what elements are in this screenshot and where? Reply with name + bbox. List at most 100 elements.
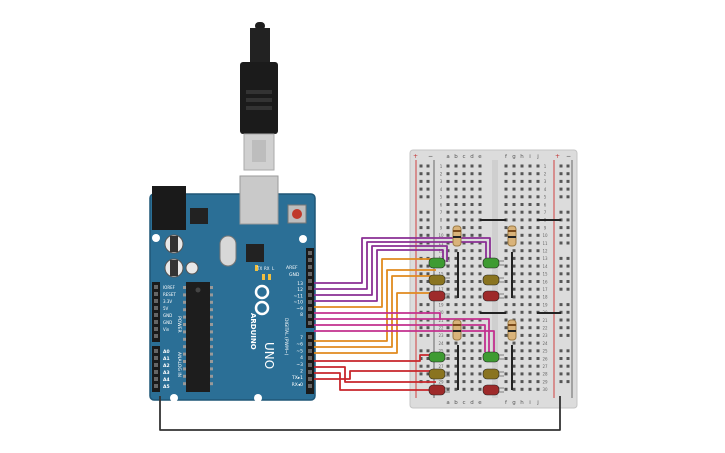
row-label: 1 (544, 164, 547, 169)
wire-purple (314, 245, 448, 296)
led-icon[interactable] (428, 274, 450, 286)
aref-label: AREF (286, 265, 298, 271)
row-label: 29 (542, 379, 548, 384)
row-label: 21 (438, 318, 444, 323)
led-icon[interactable] (428, 290, 450, 302)
digital-label: DIGITAL (PWM~) (283, 318, 289, 356)
digital-pin-label: ~6 (296, 342, 303, 348)
column-label: j (536, 154, 539, 160)
crystal (219, 235, 237, 267)
rail-plus-label-left: + (413, 153, 418, 160)
row-label: 2 (544, 172, 547, 177)
digital-pin-label: ~11 (294, 293, 304, 299)
column-label: b (454, 400, 458, 406)
digital-pin-label: TX▸1 (291, 375, 303, 381)
arduino-board[interactable]: ARDUINO UNO POWER ANALOG IN DIGITAL (PWM… (149, 175, 316, 402)
led-icon[interactable] (482, 274, 504, 286)
analog-pin-label: A2 (163, 363, 170, 369)
power-pin-label: 5V (163, 306, 169, 311)
column-label: j (536, 400, 539, 406)
wire-magenta (314, 330, 495, 360)
led-icon[interactable] (482, 384, 504, 396)
row-label: 5 (440, 195, 443, 200)
power-pin-label: RESET (163, 292, 176, 297)
power-jack (152, 186, 186, 230)
digital-pin-label: 12 (297, 287, 303, 293)
column-label: e (478, 154, 482, 160)
digital-pin-label: ~10 (294, 300, 304, 306)
column-label: g (512, 154, 516, 160)
row-label: 11 (438, 241, 444, 246)
usb-cable-icon[interactable] (240, 22, 278, 171)
power-pin-label: Vin (163, 327, 170, 332)
column-label: g (512, 400, 516, 406)
row-label: 22 (542, 326, 548, 331)
led-icon[interactable] (482, 368, 504, 380)
led-icon[interactable] (482, 257, 504, 269)
digital-pin-label: ~9 (296, 306, 303, 312)
row-label: 19 (542, 302, 548, 307)
wire-orange (314, 258, 436, 308)
rail-minus-label-left: − (428, 153, 433, 160)
analog-pin-label: A4 (163, 377, 170, 383)
row-label: 4 (544, 187, 547, 192)
led-icon[interactable] (428, 384, 450, 396)
row-label: 16 (542, 279, 548, 284)
column-label: b (454, 154, 458, 160)
column-label: i (529, 154, 531, 160)
resistor-icon[interactable] (452, 225, 462, 247)
digital-pin-label: 2 (300, 369, 303, 375)
indicator-label-l: L (272, 266, 275, 271)
column-label: a (446, 400, 449, 406)
column-label: a (446, 154, 449, 160)
row-label: 9 (440, 225, 443, 230)
led-icon[interactable] (482, 351, 504, 363)
column-label: h (520, 400, 524, 406)
row-label: 25 (438, 349, 444, 354)
row-label: 1 (440, 164, 443, 169)
led-icon[interactable] (482, 290, 504, 302)
wire-magenta (314, 324, 486, 352)
analog-header (152, 346, 160, 392)
resistor-icon[interactable] (452, 319, 462, 341)
board-brand: ARDUINO (249, 313, 257, 350)
digital-pin-label: ~5 (296, 348, 303, 354)
row-label: 5 (544, 195, 547, 200)
digital-pin-label: 7 (300, 335, 303, 341)
wire-purple (314, 237, 491, 284)
rail-minus-label-right: − (566, 153, 571, 160)
rail-plus-label-right: + (555, 153, 560, 160)
power-pin-label: 3.3V (163, 299, 172, 304)
column-label: d (470, 154, 474, 160)
wire-red (314, 366, 436, 383)
reset-button-icon[interactable] (287, 204, 307, 224)
row-label: 22 (438, 326, 444, 331)
row-label: 6 (440, 202, 443, 207)
row-label: 15 (542, 272, 548, 277)
row-label: 12 (438, 249, 444, 254)
led-icon[interactable] (428, 257, 450, 269)
power-pin-label: GND (163, 313, 172, 318)
row-label: 13 (542, 256, 548, 261)
resistor-icon[interactable] (507, 225, 517, 247)
usb-socket (239, 175, 279, 225)
row-label: 27 (542, 364, 548, 369)
led-icon[interactable] (428, 351, 450, 363)
led-icon[interactable] (428, 368, 450, 380)
power-pin-label: GND (163, 320, 172, 325)
column-label: c (462, 154, 465, 160)
column-label: e (478, 400, 482, 406)
wire-orange (314, 269, 436, 342)
atmega-chip (186, 282, 210, 392)
wire-magenta (314, 318, 490, 355)
digital-pin-label: 8 (300, 312, 303, 318)
row-label: 20 (438, 310, 444, 315)
row-label: 10 (438, 233, 444, 238)
column-label: f (505, 154, 508, 160)
power-pin-label: IOREF (163, 285, 176, 290)
wire-red (314, 372, 436, 391)
row-label: 27 (438, 364, 444, 369)
usb-chip (246, 244, 264, 262)
resistor-icon[interactable] (507, 319, 517, 341)
wire-ground (159, 396, 561, 431)
